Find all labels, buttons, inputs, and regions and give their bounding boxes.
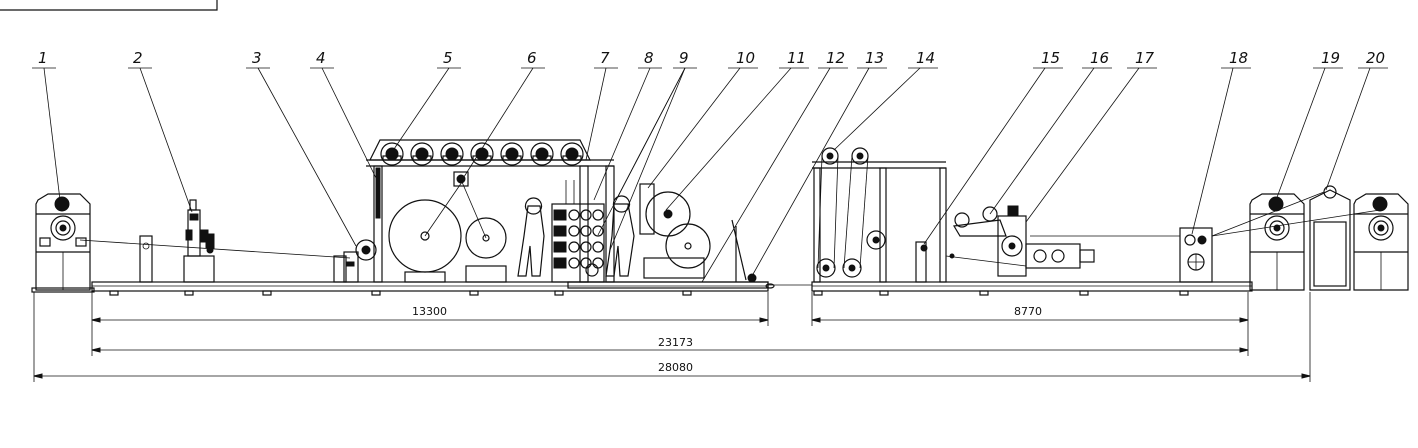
callout-2: 2: [133, 49, 143, 67]
callout-3: 3: [252, 49, 262, 67]
dimension-lines: 13300 8770 23173 28080: [33, 292, 1311, 382]
callout-12: 12: [826, 49, 845, 67]
capstan-pulley: [410, 142, 434, 166]
callout-11: 11: [787, 49, 806, 67]
callout-10: 10: [736, 49, 755, 67]
callout-9: 9: [679, 49, 689, 67]
callout-6: 6: [527, 49, 537, 67]
counter-18: [1030, 227, 1213, 283]
wire-path-1: [79, 239, 351, 259]
guide-unit-3: [333, 239, 377, 283]
die-row: [553, 241, 604, 253]
capstan-pulley: [380, 142, 404, 166]
takeup-stand-19b: [1353, 193, 1409, 291]
callout-13: 13: [865, 49, 884, 67]
leader-lines: [32, 67, 1388, 283]
traverse-20: [1211, 185, 1381, 291]
payoff-stand-1: [31, 193, 95, 293]
capstan-pulley: [560, 142, 584, 166]
capstan-pulley: [500, 142, 524, 166]
callout-4: 4: [316, 49, 326, 67]
feeder-16-17: [945, 205, 1095, 277]
die-row: [553, 225, 604, 237]
tension-reels-10-11: [639, 183, 711, 279]
straightener-2: [139, 199, 215, 283]
title-block-corner: [0, 0, 218, 11]
callout-19: 19: [1321, 49, 1340, 67]
operator-figures: [517, 195, 635, 277]
die-row: [553, 209, 604, 221]
callout-7: 7: [600, 49, 610, 67]
callout-8: 8: [644, 49, 654, 67]
callout-16: 16: [1090, 49, 1109, 67]
capstan-pulley: [440, 142, 464, 166]
capstans-5: [380, 142, 584, 166]
drawing-die-rack-8: [551, 180, 605, 283]
accumulator-frame-13-15: [812, 147, 947, 283]
callout-20: 20: [1366, 49, 1385, 67]
take-up-reels-6: [388, 171, 507, 283]
callout-17: 17: [1135, 49, 1155, 67]
capstan-pulley: [530, 142, 554, 166]
dimension-8770: 8770: [1014, 305, 1042, 318]
die-row: [553, 257, 604, 269]
callout-labels: 1 2 3 4 5 6 7 8 9 10 11 12 13 14 15 16 1…: [38, 49, 1385, 67]
callout-18: 18: [1229, 49, 1248, 67]
guide-post-12: [731, 219, 757, 283]
takeup-stand-19: [1249, 193, 1305, 291]
callout-1: 1: [38, 49, 48, 67]
dimension-13300: 13300: [412, 305, 447, 318]
capstan-pulley: [470, 142, 494, 166]
callout-5: 5: [443, 49, 453, 67]
base-frame: [91, 281, 1253, 296]
callout-14: 14: [916, 49, 935, 67]
dimension-28080: 28080: [658, 361, 693, 374]
dimension-23173: 23173: [658, 336, 693, 349]
callout-15: 15: [1041, 49, 1060, 67]
